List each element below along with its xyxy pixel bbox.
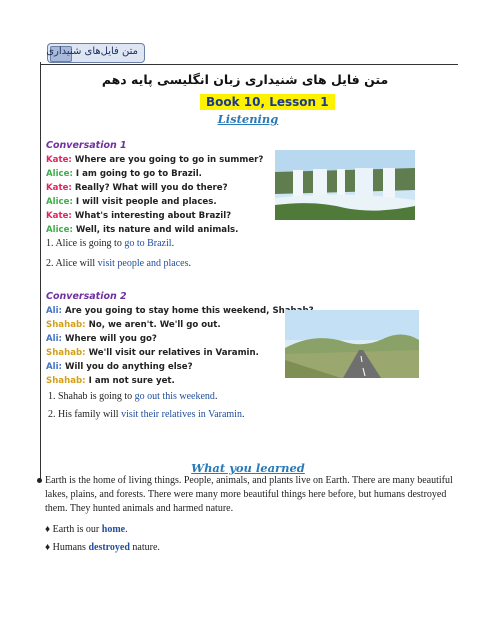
tab-label: متن فایل‌های شنیداری: [46, 46, 138, 57]
question-text: 2. His family will: [48, 409, 122, 420]
dialogue-line: Ali:Where will you go?: [46, 334, 314, 348]
dialogue-line: Alice:I am going to go to Brazil.: [46, 169, 263, 183]
road-image: [285, 310, 419, 378]
answer-text: visit people and places: [97, 258, 189, 269]
bullet-keyword: home: [101, 524, 126, 535]
dialogue-text: What's interesting about Brazil?: [74, 211, 232, 221]
conv2-question-2: 2. His family will visit their relatives…: [48, 409, 244, 420]
dialogue-text: I will visit people and places.: [75, 197, 217, 207]
bullet-text: ♦ Earth is our: [45, 524, 102, 535]
speaker-name: Ali:: [46, 334, 62, 344]
dialogue-text: We'll visit our relatives in Varamin.: [88, 348, 259, 358]
answer-text: go out this weekend: [134, 391, 215, 402]
learned-bullet-2: ♦ Humans destroyed nature.: [45, 542, 160, 553]
conversation-1-dialogue: Kate:Where are you going to go in summer…: [46, 155, 263, 239]
dialogue-text: Are you going to stay home this weekend,…: [64, 306, 314, 316]
conv1-question-2: 2. Alice will visit people and places.: [46, 258, 191, 269]
what-you-learned-title: What you learned: [191, 461, 305, 475]
dialogue-text: I am not sure yet.: [88, 376, 175, 386]
bullet-text: ♦ Humans: [45, 542, 89, 553]
question-text: 2. Alice will: [46, 258, 98, 269]
dialogue-line: Ali:Are you going to stay home this week…: [46, 306, 314, 320]
dialogue-line: Kate:Really? What will you do there?: [46, 183, 263, 197]
speaker-name: Shahab:: [46, 376, 86, 386]
book-lesson-title: Book 10, Lesson 1: [200, 94, 335, 110]
question-end: .: [214, 391, 218, 402]
dialogue-line: Alice:I will visit people and places.: [46, 197, 263, 211]
dialogue-line: Alice:Well, its nature and wild animals.: [46, 225, 263, 239]
dialogue-text: Where will you go?: [64, 334, 157, 344]
dialogue-line: Kate:Where are you going to go in summer…: [46, 155, 263, 169]
speaker-name: Kate:: [46, 183, 72, 193]
speaker-name: Alice:: [46, 225, 73, 235]
speaker-name: Shahab:: [46, 320, 86, 330]
question-end: .: [241, 409, 245, 420]
speaker-name: Kate:: [46, 211, 72, 221]
speaker-name: Shahab:: [46, 348, 86, 358]
persian-title: متن فایل های شنیداری زبان انگلیسی پایه د…: [101, 72, 389, 87]
dialogue-text: Really? What will you do there?: [74, 183, 228, 193]
learned-paragraph: Earth is the home of living things. Peop…: [45, 475, 453, 514]
conv1-question-1: 1. Alice is going to go to Brazil.: [46, 238, 174, 249]
question-text: 1. Shahab is going to: [48, 391, 135, 402]
dialogue-text: I am going to go to Brazil.: [75, 169, 202, 179]
conversation-2-title: Conversation 2: [46, 291, 127, 302]
left-border-line: [40, 62, 41, 482]
dialogue-line: Shahab:We'll visit our relatives in Vara…: [46, 348, 314, 362]
question-text: 1. Alice is going to: [46, 238, 125, 249]
dialogue-line: Ali:Will you do anything else?: [46, 362, 314, 376]
speaker-name: Ali:: [46, 362, 62, 372]
question-end: .: [188, 258, 191, 269]
conversation-2-dialogue: Ali:Are you going to stay home this week…: [46, 306, 314, 390]
question-end: .: [171, 238, 175, 249]
top-border-line: [40, 64, 458, 65]
bullet-keyword: destroyed: [88, 542, 130, 553]
bullet-end: nature.: [129, 542, 160, 553]
bullet-end: .: [125, 524, 128, 535]
border-end-dot: [37, 478, 42, 483]
answer-text: go to Brazil: [124, 238, 172, 249]
dialogue-line: Shahab:No, we aren't. We'll go out.: [46, 320, 314, 334]
conversation-1-title: Conversation 1: [46, 140, 127, 151]
waterfall-image: [275, 150, 415, 220]
dialogue-text: Where are you going to go in summer?: [74, 155, 264, 165]
dialogue-text: Will you do anything else?: [64, 362, 193, 372]
dialogue-line: Shahab:I am not sure yet.: [46, 376, 314, 390]
tab-square-icon: [50, 46, 72, 62]
dialogue-line: Kate:What's interesting about Brazil?: [46, 211, 263, 225]
dialogue-text: Well, its nature and wild animals.: [75, 225, 239, 235]
conv2-question-1: 1. Shahab is going to go out this weeken…: [48, 391, 217, 402]
header-tab: متن فایل‌های شنیداری: [46, 43, 145, 63]
speaker-name: Ali:: [46, 306, 62, 316]
speaker-name: Kate:: [46, 155, 72, 165]
section-title-listening: Listening: [217, 112, 279, 126]
speaker-name: Alice:: [46, 197, 73, 207]
speaker-name: Alice:: [46, 169, 73, 179]
answer-text: visit their relatives in Varamin: [121, 409, 242, 420]
learned-bullet-1: ♦ Earth is our home.: [45, 524, 128, 535]
dialogue-text: No, we aren't. We'll go out.: [88, 320, 221, 330]
